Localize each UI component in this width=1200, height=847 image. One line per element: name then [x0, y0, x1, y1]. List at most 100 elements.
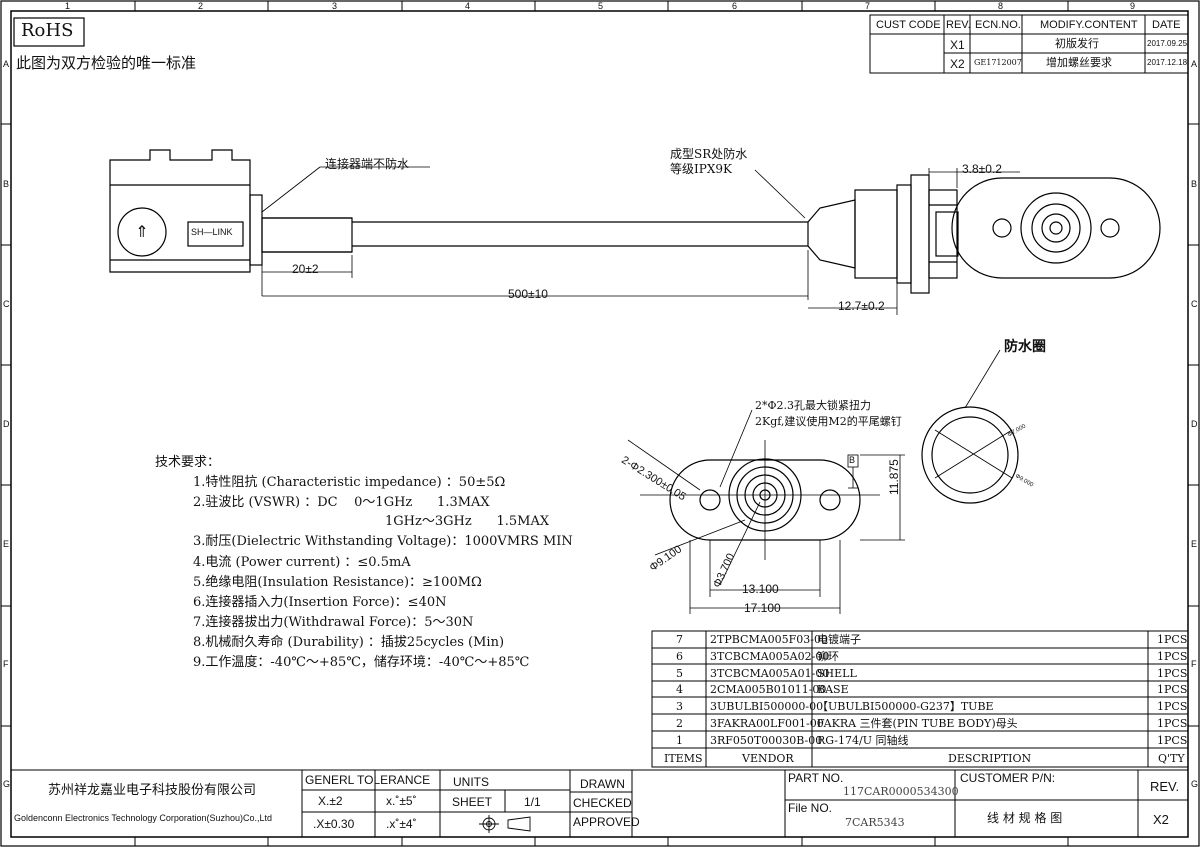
- rev-row2-rev: X2: [950, 57, 965, 71]
- bom-desc: 电镀端子: [817, 633, 861, 646]
- bom-qty: 1PCS: [1157, 667, 1188, 680]
- dim-11-875: 11.875: [887, 459, 901, 495]
- general-tolerance: GENERL TOLERANCE: [305, 773, 431, 787]
- company-en: Goldenconn Electronics Technology Corpor…: [14, 813, 272, 823]
- requirement-4: 4.电流 (Power current) ：≤0.5mA: [193, 555, 411, 570]
- bom-qty: 1PCS: [1157, 650, 1188, 663]
- inspection-note: 此图为双方检验的唯一标准: [16, 54, 197, 72]
- label-sr-waterproof-2: 等级IPX9K: [670, 162, 732, 176]
- rohs-mark: RoHS: [21, 20, 74, 41]
- dim-12-7: 12.7±0.2: [838, 299, 885, 313]
- bom-qty: 1PCS: [1157, 633, 1188, 646]
- hole-note-1: 2*Φ2.3孔最大锁紧扭力: [755, 399, 872, 412]
- rev-header-date: DATE: [1152, 19, 1181, 31]
- zone-col-5: 5: [598, 1, 604, 11]
- bom-qty: 1PCS: [1157, 717, 1188, 730]
- dim-3-8: 3.8±0.2: [962, 162, 1002, 176]
- part-no: 117CAR0000534300: [843, 785, 959, 798]
- requirement-5: 5.绝缘电阻(Insulation Resistance)：≥100MΩ: [193, 575, 482, 590]
- sheet-label: SHEET: [452, 795, 493, 809]
- dim-20: 20±2: [292, 262, 319, 276]
- label-sr-waterproof-1: 成型SR处防水: [670, 147, 748, 161]
- zone-row-d-right: D: [1191, 419, 1198, 429]
- zone-col-4: 4: [465, 1, 471, 11]
- zone-row-f-right: F: [1191, 659, 1197, 669]
- zone-row-e: E: [3, 539, 10, 549]
- company-cn: 苏州祥龙嘉业电子科技股份有限公司: [48, 783, 257, 798]
- tol-x0: .X±0.30: [313, 817, 355, 831]
- bom-item: 1: [676, 734, 683, 747]
- zone-row-a-right: A: [1191, 59, 1198, 69]
- bom-qty: 1PCS: [1157, 683, 1188, 696]
- label-sh-link: SH—LINK: [191, 227, 233, 237]
- bom-desc: SHELL: [817, 667, 857, 680]
- requirement-1: 1.特性阻抗 (Characteristic impedance) ：50±5Ω: [193, 475, 506, 490]
- bom-item: 5: [676, 667, 683, 680]
- bom-desc: BASE: [817, 683, 849, 696]
- requirement-2: 2.驻波比 (VSWR) ：DC 0～1GHz 1.3MAX: [193, 495, 490, 510]
- bom-qty: 1PCS: [1157, 700, 1188, 713]
- bom-header-items: ITEMS: [664, 752, 703, 765]
- bom-header-qty: Q'TY: [1158, 752, 1185, 765]
- bom-vendor: 3UBULBI500000-00: [710, 700, 824, 713]
- file-no: 7CAR5343: [845, 816, 905, 829]
- rev-header-rev: REV.: [946, 19, 971, 31]
- bom-vendor: 2CMA005B01011-00: [710, 683, 827, 696]
- zone-row-a: A: [3, 59, 10, 69]
- rev-header-ecn: ECN.NO.: [975, 19, 1021, 31]
- requirements-title: 技术要求：: [155, 455, 221, 470]
- bom-item: 3: [676, 700, 683, 713]
- bom-desc: 【UBULBI500000-G237】TUBE: [817, 700, 994, 713]
- approved-label: APPROVED: [573, 815, 640, 829]
- requirement-9: 9.工作温度：-40℃～+85℃，储存环境：-40℃～+85℃: [193, 655, 530, 670]
- drawn-label: DRAWN: [580, 777, 625, 791]
- hole-note-2: 2Kgf,建议使用M2的平尾螺钉: [755, 415, 902, 428]
- zone-row-c: C: [3, 299, 10, 309]
- bom-desc: RG-174/U 同轴线: [817, 734, 909, 747]
- rev-row1-date: 2017.09.25: [1147, 39, 1188, 48]
- bom-header-desc: DESCRIPTION: [948, 752, 1032, 765]
- bom-item: 4: [676, 683, 683, 696]
- rotation-arrow-icon: ⇑: [135, 222, 149, 241]
- zone-col-2: 2: [198, 1, 204, 11]
- bom-desc: 铆环: [817, 650, 839, 663]
- zone-row-c-right: C: [1191, 299, 1198, 309]
- rev-row2-content: 增加螺丝要求: [1046, 56, 1112, 69]
- zone-col-9: 9: [1130, 1, 1136, 11]
- requirement-7: 7.连接器拔出力(Withdrawal Force)：5～30N: [193, 615, 474, 630]
- zone-row-f: F: [3, 659, 9, 669]
- file-no-label: File NO.: [788, 801, 833, 815]
- label-gasket: 防水圈: [1004, 339, 1046, 355]
- requirement-2b: 1GHz～3GHz 1.5MAX: [385, 514, 550, 529]
- bom-vendor: 2TPBCMA005F03-00: [710, 633, 828, 646]
- rev-value: X2: [1153, 812, 1169, 827]
- dim-13-100: 13.100: [742, 582, 779, 596]
- zone-row-g: G: [3, 779, 11, 789]
- customer-pn-label: CUSTOMER P/N:: [960, 771, 1056, 785]
- zone-row-b-right: B: [1191, 179, 1198, 189]
- part-no-label: PART NO.: [788, 771, 844, 785]
- bom-header-vendor: VENDOR: [742, 752, 794, 765]
- units-label: UNITS: [453, 775, 489, 789]
- bom-vendor: 3RF050T00030B-00: [710, 734, 823, 747]
- zone-row-d: D: [3, 419, 10, 429]
- zone-col-8: 8: [998, 1, 1004, 11]
- rev-label: REV.: [1150, 779, 1180, 794]
- rev-row1-content: 初版发行: [1055, 37, 1099, 50]
- requirement-6: 6.连接器插入力(Insertion Force)：≤40N: [193, 595, 447, 610]
- bom-vendor: 3TCBCMA005A02-00: [710, 650, 830, 663]
- bom-vendor: 3FAKRA00LF001-00: [710, 717, 824, 730]
- zone-col-1: 1: [65, 1, 71, 11]
- bom-item: 6: [676, 650, 683, 663]
- dim-17-100: 17.100: [744, 601, 781, 615]
- rev-header-content: MODIFY.CONTENT: [1040, 19, 1138, 31]
- zone-row-g-right: G: [1191, 779, 1199, 789]
- bom-item: 2: [676, 717, 683, 730]
- zone-row-e-right: E: [1191, 539, 1198, 549]
- rev-row2-ecn: GE1712007: [974, 58, 1022, 67]
- bom-vendor: 3TCBCMA005A01-00: [710, 667, 830, 680]
- drawing-type: 线 材 规 格 图: [987, 811, 1063, 825]
- dim-500: 500±10: [508, 287, 548, 301]
- requirement-3: 3.耐压(Dielectric Withstanding Voltage)：10…: [193, 534, 573, 549]
